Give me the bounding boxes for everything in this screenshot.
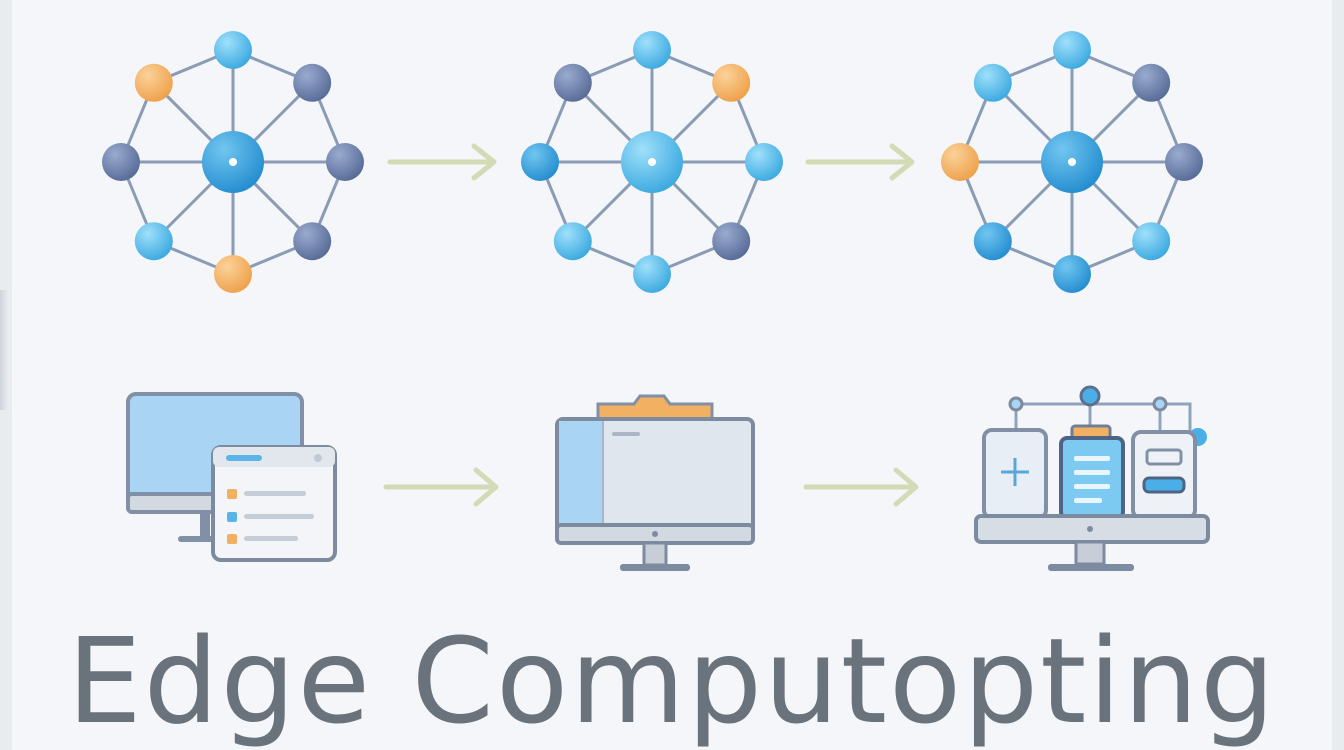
hub-dot: [648, 158, 656, 166]
device-arrow-1: [383, 467, 499, 507]
network-node: [941, 143, 979, 181]
network-arrow-2: [805, 143, 915, 181]
network-node: [1053, 255, 1091, 293]
network-node: [326, 143, 364, 181]
network-node: [973, 63, 1012, 102]
network-node: [521, 143, 559, 181]
hub-dot: [1068, 158, 1076, 166]
network-node: [633, 31, 671, 69]
network-2-icon: [521, 31, 783, 293]
network-node: [633, 255, 671, 293]
network-node: [102, 143, 140, 181]
network-node: [134, 63, 173, 102]
network-node: [214, 31, 252, 69]
device-arrow-2: [803, 467, 919, 507]
cloud-servers-on-monitor-icon: [974, 385, 1210, 571]
desktop-with-window-icon: [126, 392, 337, 562]
network-row: [102, 31, 1203, 293]
network-node: [712, 63, 751, 102]
network-node: [293, 222, 332, 261]
page-edge-shadow: [0, 290, 10, 410]
diagram-title: Edge Computopting: [67, 612, 1277, 750]
network-node: [553, 63, 592, 102]
network-node: [553, 222, 592, 261]
network-1-icon: [102, 31, 364, 293]
network-node: [1165, 143, 1203, 181]
network-arrow-1: [387, 143, 497, 181]
network-node: [745, 143, 783, 181]
network-node: [712, 222, 751, 261]
network-node: [973, 222, 1012, 261]
edge-computing-diagram: [102, 31, 1210, 571]
network-node: [1053, 31, 1091, 69]
network-node: [1132, 222, 1171, 261]
network-node: [134, 222, 173, 261]
network-node: [293, 63, 332, 102]
hub-dot: [229, 158, 237, 166]
network-3-icon: [941, 31, 1203, 293]
network-node: [1132, 63, 1171, 102]
monitor-with-folder-icon: [555, 394, 755, 571]
network-node: [214, 255, 252, 293]
